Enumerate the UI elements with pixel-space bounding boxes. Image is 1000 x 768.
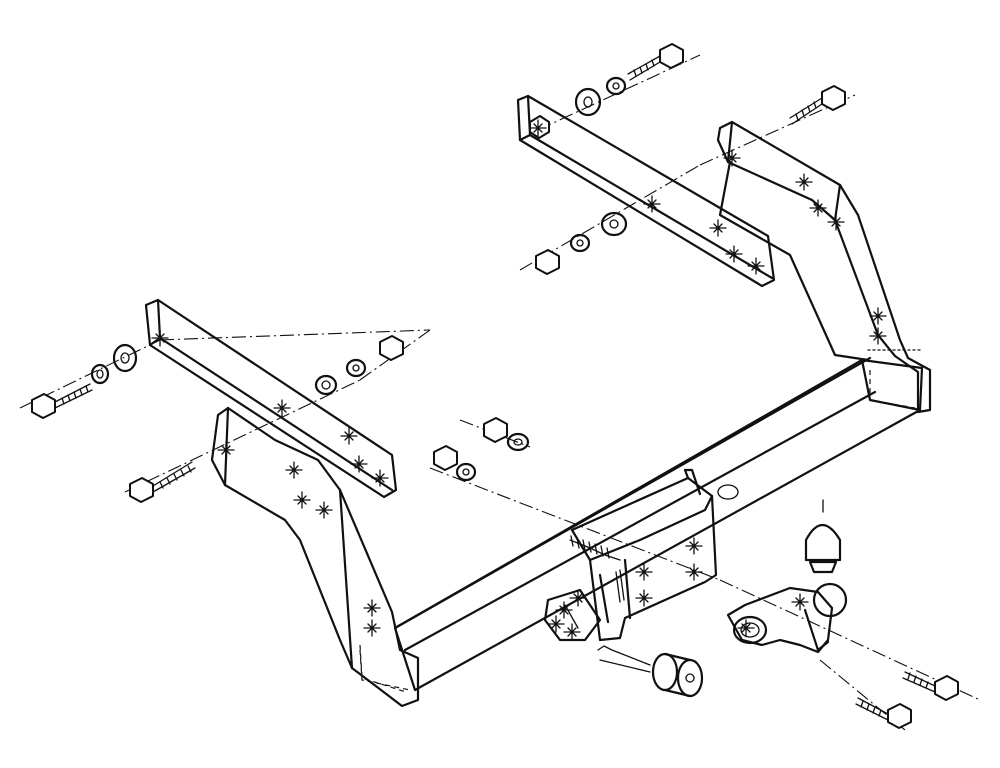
nut-center-2 bbox=[433, 445, 458, 471]
washer-left-4 bbox=[345, 358, 367, 378]
washer-right-3 bbox=[600, 211, 628, 237]
bolt-right-middle bbox=[789, 85, 846, 125]
washer-center-2 bbox=[455, 462, 477, 482]
bolt-left-upper bbox=[31, 383, 93, 419]
nuts bbox=[379, 115, 560, 471]
washer-center-1 bbox=[506, 432, 530, 452]
nut-left-plate bbox=[379, 335, 404, 361]
washer-left-2 bbox=[90, 363, 110, 385]
bolt-right-upper bbox=[627, 43, 684, 81]
assembly-centerlines bbox=[19, 54, 981, 731]
tow-ball-neck bbox=[726, 582, 848, 654]
bolt-ball-mount-upper bbox=[902, 671, 959, 701]
washer-right-1 bbox=[574, 87, 602, 117]
washer-right-2 bbox=[605, 76, 627, 96]
electrical-socket bbox=[597, 645, 704, 698]
washer-left-1 bbox=[112, 343, 138, 373]
bolts bbox=[31, 43, 959, 729]
nut-center-1 bbox=[483, 417, 508, 443]
washers bbox=[90, 76, 628, 482]
washer-left-3 bbox=[314, 374, 338, 396]
right-side-bracket bbox=[716, 120, 932, 414]
cross-beam bbox=[359, 349, 924, 692]
center-receiver bbox=[543, 468, 739, 642]
nut-right-lower bbox=[535, 249, 560, 275]
bolt-ball-mount-lower bbox=[855, 697, 912, 729]
left-side-bracket bbox=[210, 406, 420, 708]
bolt-left-lower bbox=[129, 461, 196, 503]
ball-cap bbox=[804, 499, 842, 574]
washer-right-4 bbox=[569, 233, 591, 253]
bolt-holes bbox=[151, 119, 887, 641]
